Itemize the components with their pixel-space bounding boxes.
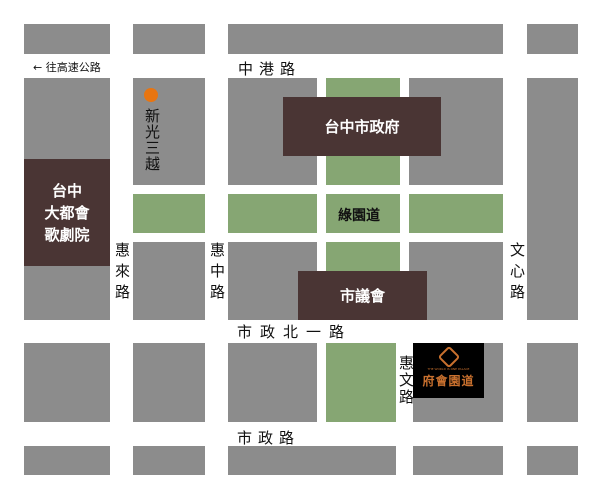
road-greenway: 綠園道 bbox=[338, 208, 380, 224]
landmark-palace[interactable]: THE WORLD IS ONE PALACE 府會園道 bbox=[413, 343, 484, 398]
block bbox=[527, 343, 578, 422]
block bbox=[24, 446, 110, 475]
block bbox=[133, 446, 205, 475]
park-block bbox=[409, 194, 503, 233]
block bbox=[228, 446, 396, 475]
opera-label-2: 大都會 bbox=[44, 203, 90, 222]
park-block bbox=[326, 194, 400, 233]
highway-direction: ← 往高速公路 bbox=[33, 61, 101, 74]
block bbox=[228, 343, 317, 422]
road-huiwen: 惠文路 bbox=[397, 355, 415, 406]
block bbox=[527, 78, 578, 320]
block bbox=[413, 446, 503, 475]
block bbox=[24, 24, 110, 54]
road-huilai: 惠來路 bbox=[113, 242, 131, 305]
landmark-council[interactable]: 市議會 bbox=[298, 271, 427, 320]
landmark-city-hall[interactable]: 台中市政府 bbox=[283, 97, 441, 156]
arrow-left-icon: ← bbox=[33, 61, 46, 74]
opera-label-1: 台中 bbox=[51, 181, 82, 200]
block bbox=[133, 343, 205, 422]
road-zhonggang: 中港路 bbox=[238, 60, 302, 78]
park-block bbox=[326, 343, 396, 422]
block bbox=[133, 24, 205, 54]
palace-logo-icon bbox=[437, 345, 460, 369]
road-shizheng-north1: 市政北一路 bbox=[237, 323, 353, 341]
palace-zh-label: 府會園道 bbox=[422, 374, 475, 388]
location-marker-icon bbox=[144, 88, 158, 102]
palace-en-label: THE WORLD IS ONE PALACE bbox=[427, 367, 470, 371]
shin-kong-label: 新光三越 bbox=[143, 108, 161, 172]
park-block bbox=[133, 194, 205, 233]
city-hall-label: 台中市政府 bbox=[324, 117, 400, 136]
park-block bbox=[228, 194, 317, 233]
road-huizhong: 惠中路 bbox=[208, 242, 226, 305]
landmark-opera[interactable]: 台中 大都會 歌劇院 bbox=[24, 159, 110, 266]
block bbox=[24, 343, 110, 422]
block bbox=[228, 24, 503, 54]
block bbox=[133, 242, 205, 320]
opera-label-3: 歌劇院 bbox=[44, 225, 90, 244]
road-shizheng: 市政路 bbox=[237, 429, 301, 447]
council-label: 市議會 bbox=[339, 286, 385, 305]
block bbox=[527, 24, 578, 54]
block bbox=[527, 446, 578, 475]
road-wenxin: 文心路 bbox=[508, 242, 526, 305]
